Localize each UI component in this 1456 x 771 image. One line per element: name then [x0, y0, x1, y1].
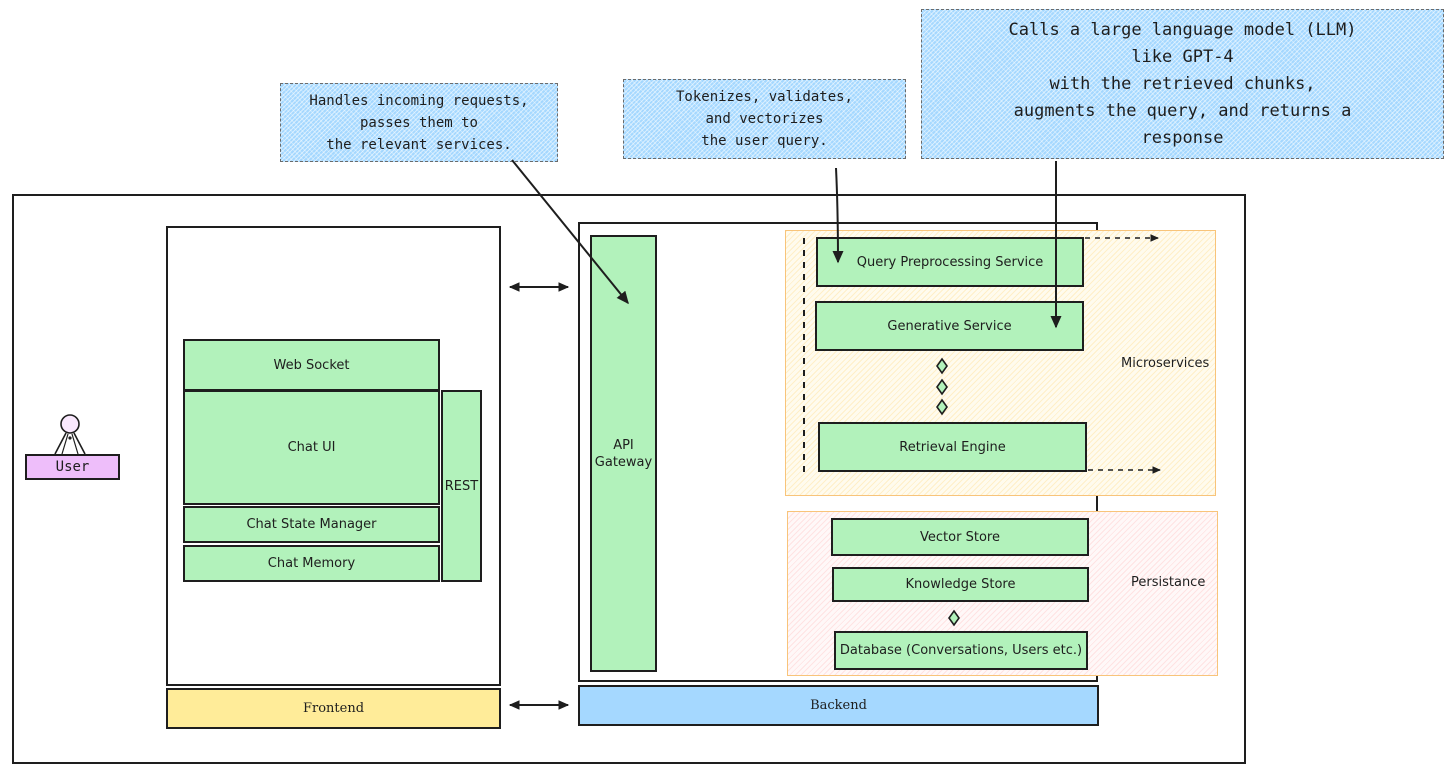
- api-gateway-box: API Gateway: [590, 235, 657, 672]
- generative-service-box: Generative Service: [815, 301, 1084, 351]
- retrieval-engine-box: Retrieval Engine: [818, 422, 1087, 472]
- chat-memory-label: Chat Memory: [267, 556, 356, 571]
- chat-ui-label: Chat UI: [287, 440, 336, 455]
- rest-box: REST: [441, 390, 482, 582]
- api-gateway-label: API Gateway: [594, 437, 653, 470]
- api-gateway-callout-text: Handles incoming requests, passes them t…: [309, 92, 529, 153]
- api-gateway-callout: Handles incoming requests, passes them t…: [280, 83, 558, 162]
- chat-memory-box: Chat Memory: [183, 545, 440, 582]
- query-preprocessing-service-label: Query Preprocessing Service: [856, 254, 1044, 270]
- knowledge-store-box: Knowledge Store: [832, 567, 1089, 602]
- frontend-label: Frontend: [302, 701, 365, 716]
- backend-bar: Backend: [578, 685, 1099, 726]
- vector-store-label: Vector Store: [920, 529, 1000, 545]
- frontend-bar: Frontend: [166, 688, 501, 729]
- database-box: Database (Conversations, Users etc.): [834, 631, 1088, 670]
- vector-store-box: Vector Store: [831, 518, 1089, 556]
- user-label: User: [55, 459, 90, 475]
- generative-service-callout: Calls a large language model (LLM) like …: [921, 9, 1444, 159]
- web-socket-label: Web Socket: [273, 357, 350, 373]
- persistence-label: Persistance: [1131, 575, 1206, 590]
- query-preprocessing-service-box: Query Preprocessing Service: [816, 237, 1084, 287]
- user-actor: User: [22, 410, 122, 482]
- chat-state-manager-box: Chat State Manager: [183, 506, 440, 543]
- retrieval-engine-label: Retrieval Engine: [899, 439, 1006, 455]
- rest-label: REST: [444, 478, 479, 494]
- query-preprocessing-callout: Tokenizes, validates, and vectorizes the…: [623, 79, 906, 159]
- web-socket-box: Web Socket: [183, 339, 440, 391]
- chat-ui-box: Chat UI: [183, 390, 440, 505]
- query-preprocessing-callout-text: Tokenizes, validates, and vectorizes the…: [675, 89, 853, 149]
- backend-label: Backend: [810, 698, 867, 713]
- person-icon: [54, 414, 86, 455]
- frontend-container: [166, 226, 501, 686]
- generative-service-label: Generative Service: [887, 318, 1012, 334]
- user-label-box: User: [25, 454, 120, 480]
- knowledge-store-label: Knowledge Store: [905, 577, 1016, 592]
- microservices-label: Microservices: [1121, 356, 1210, 371]
- database-label: Database (Conversations, Users etc.): [839, 643, 1083, 658]
- system-frame: [12, 194, 1246, 764]
- generative-service-callout-text: Calls a large language model (LLM) like …: [1008, 19, 1357, 148]
- chat-state-manager-label: Chat State Manager: [246, 517, 377, 532]
